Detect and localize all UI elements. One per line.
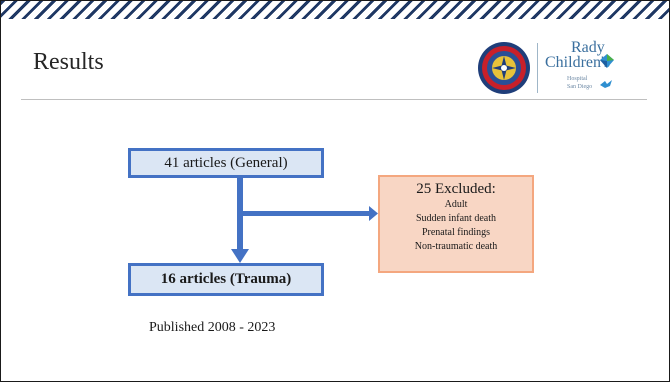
excluded-box: 25 Excluded: Adult Sudden infant death P… (378, 175, 534, 273)
vertical-connector (237, 177, 243, 249)
hatched-top-border (1, 1, 669, 19)
logo-text-hospital: Hospital (567, 76, 588, 82)
trauma-articles-box: 16 articles (Trauma) (128, 263, 324, 296)
title-underline (21, 99, 647, 100)
excluded-item-adult: Adult (444, 199, 468, 210)
excluded-item-prenatal-findings: Prenatal findings (421, 227, 491, 238)
small-kite-icon (600, 80, 612, 88)
general-articles-box: 41 articles (General) (128, 148, 324, 178)
page-title: Results (33, 49, 104, 75)
excluded-item-non-traumatic-death: Non-traumatic death (414, 241, 498, 252)
rady-childrens-logo: Rady Children's Hospital San Diego (541, 39, 661, 99)
horizontal-connector (243, 211, 369, 216)
naval-medical-center-seal-logo (478, 42, 530, 94)
excluded-heading: 25 Excluded: (416, 181, 496, 197)
published-range-note: Published 2008 - 2023 (149, 320, 276, 335)
right-arrowhead (369, 206, 378, 221)
logo-text-childrens: Children's (545, 54, 611, 71)
kite-icon (600, 54, 614, 68)
logo-text-rady: Rady (571, 39, 605, 56)
excluded-item-sudden-infant-death: Sudden infant death (416, 213, 496, 224)
logo-text-san-diego: San Diego (567, 84, 593, 90)
logo-divider (537, 43, 538, 93)
down-arrowhead (231, 249, 249, 263)
